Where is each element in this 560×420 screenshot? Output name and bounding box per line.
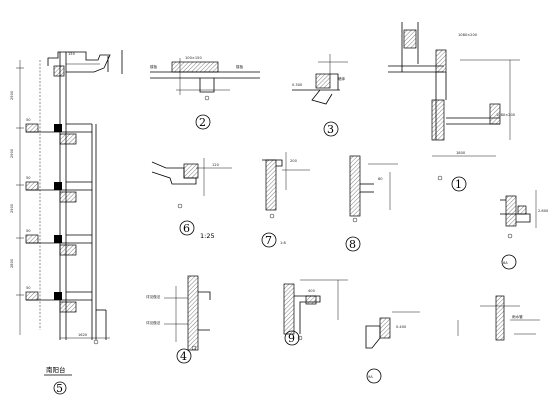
detail-9a-number: 9A — [368, 375, 373, 379]
d2-label-slab-r: 楼板 — [236, 64, 244, 69]
detail-fragment: 雨水管 — [457, 295, 540, 341]
detail-2: 楼板 楼板 100×150 2 — [150, 56, 260, 130]
dim-level-2: 2900 — [10, 148, 14, 158]
floor-slab-4 — [25, 291, 92, 313]
detail-8a: 2.800 8A — [500, 190, 549, 270]
detail-4-number: 4 — [180, 350, 187, 363]
section-title: 南阳台 — [46, 365, 66, 374]
detail-2-number: 2 — [199, 116, 206, 129]
fragment-note: 雨水管 — [512, 314, 523, 319]
d9a-elev: 0.400 — [396, 325, 407, 329]
d4-label-b: 详见做法 — [146, 320, 161, 325]
detail-9a: 0.400 9A — [365, 311, 420, 384]
top-dim-text: 150 — [68, 52, 76, 56]
detail-6-number: 6 — [183, 222, 190, 235]
d9-label: 400 — [308, 289, 316, 293]
dim-50-d: 50 — [26, 286, 31, 290]
detail-5-number: 5 — [56, 382, 63, 395]
detail-8-number: 8 — [349, 238, 356, 251]
d3-label: 0.300 — [292, 83, 303, 87]
detail-1: 1800 1080×200 1080×200 1 — [388, 22, 520, 192]
detail-9: 400 9 — [283, 279, 348, 346]
floor-slab-3 — [25, 234, 92, 256]
detail-4: 详见做法 详见做法 4 — [146, 275, 211, 364]
dim-bottom: 1620 — [78, 333, 88, 337]
scale-label: 1:25 — [200, 232, 215, 240]
dim-50-a: 50 — [26, 118, 31, 122]
d1-dim: 1800 — [456, 151, 466, 155]
d8a-elev: 2.800 — [538, 209, 549, 213]
dim-level-3: 2900 — [10, 203, 14, 213]
d8-label: 60 — [378, 177, 383, 181]
d1-label-right: 1080×200 — [496, 113, 516, 117]
detail-1-number: 1 — [455, 178, 462, 191]
floor-slab-2 — [25, 181, 92, 203]
dim-level-4: 2800 — [10, 258, 14, 268]
detail-5-balcony-section: 2900 2900 2900 2800 — [10, 50, 123, 395]
detail-7-number: 7 — [265, 234, 272, 247]
detail-3: 0.300 墙体 3 — [292, 54, 348, 137]
detail-3-number: 3 — [327, 123, 334, 136]
d7-label: 200 — [290, 159, 298, 163]
detail-8a-number: 8A — [503, 261, 508, 265]
detail-9-number: 9 — [288, 332, 295, 345]
dim-50-c: 50 — [26, 229, 31, 233]
detail-8: 60 8 — [345, 155, 398, 252]
d1-label-top: 1080×200 — [458, 33, 478, 37]
d2-label-dim: 100×150 — [185, 56, 202, 60]
floor-slab-1 — [25, 123, 92, 145]
d4-label-a: 详见做法 — [146, 294, 161, 299]
d7-scale: 1:8 — [280, 241, 286, 245]
detail-7: 200 7 1:8 — [261, 152, 310, 248]
dim-50-b: 50 — [26, 176, 31, 180]
detail-6: 120 6 1:25 — [151, 158, 232, 240]
d6-label: 120 — [212, 163, 220, 167]
d3-label-wall: 墙体 — [338, 76, 346, 81]
d2-label-slab: 楼板 — [150, 64, 158, 69]
dim-level-1: 2900 — [10, 90, 14, 100]
